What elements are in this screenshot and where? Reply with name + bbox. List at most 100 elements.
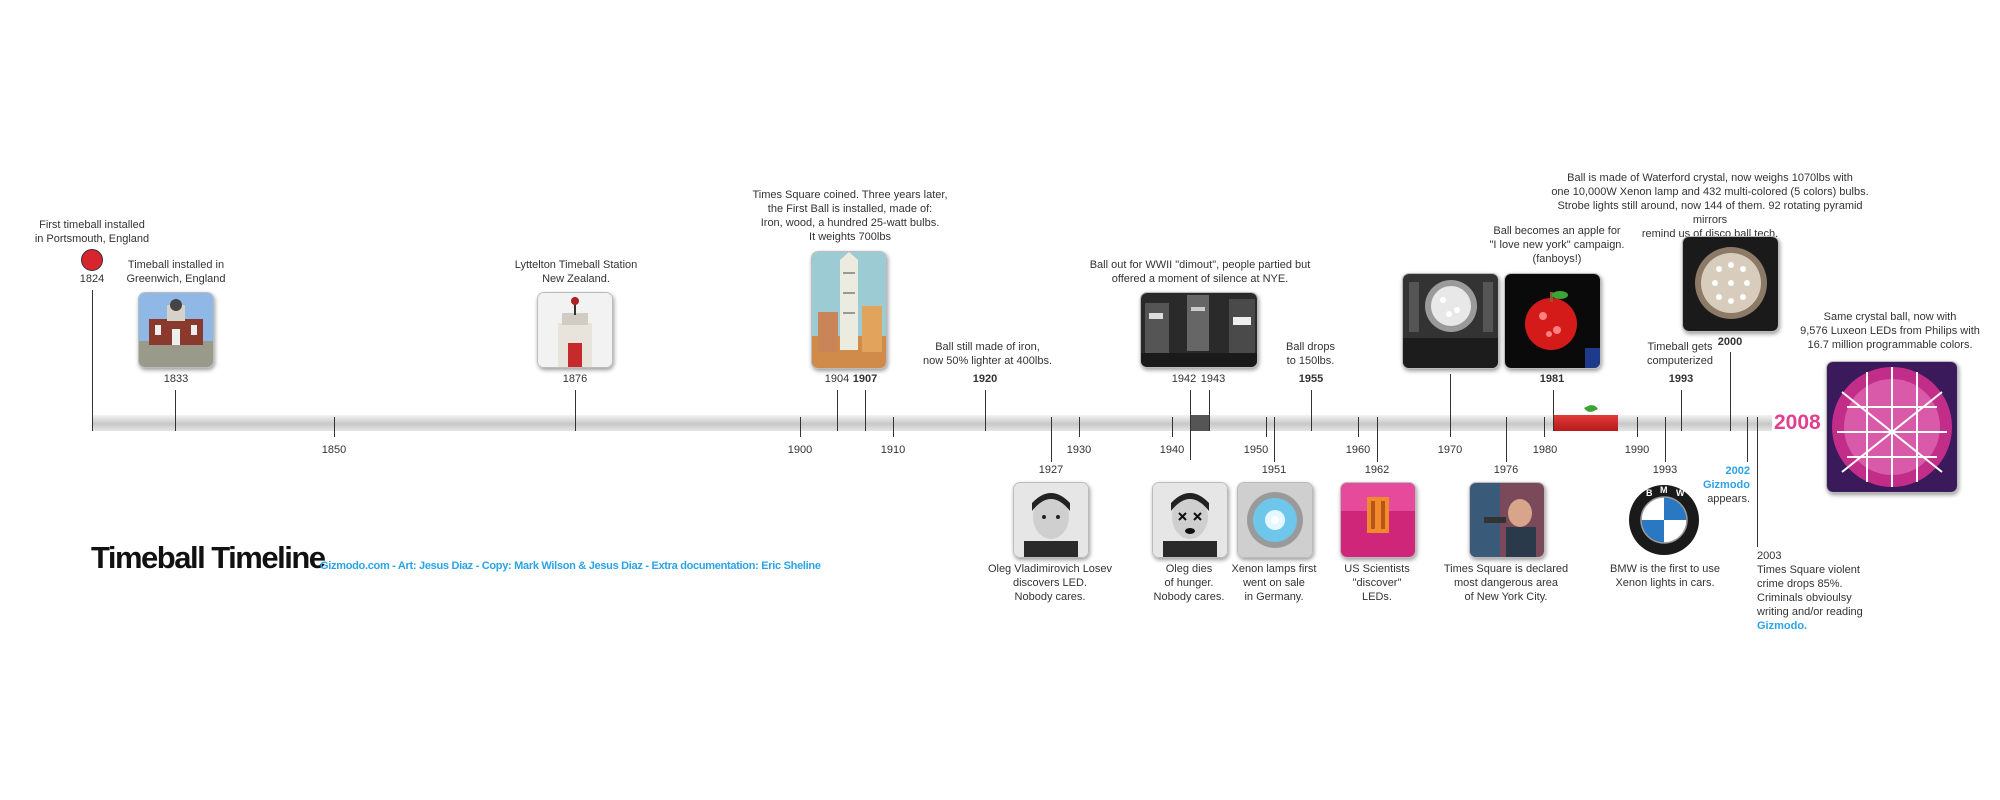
event-1907-tick bbox=[865, 390, 866, 431]
greenwich-observatory-photo bbox=[138, 292, 214, 368]
event-1833-tick bbox=[175, 390, 176, 431]
timeline-bar bbox=[92, 415, 1772, 431]
event-1942-year: 1942 bbox=[1171, 373, 1197, 385]
event-1876-year: 1876 bbox=[562, 373, 588, 385]
times-tower-postcard-photo bbox=[811, 251, 887, 369]
event-1951-tick bbox=[1274, 417, 1275, 462]
event-1943-year: 1943 bbox=[1200, 373, 1226, 385]
event-1907-text: Times Square coined. Three years later, … bbox=[752, 189, 948, 243]
led-photo bbox=[1340, 482, 1416, 558]
event-1962-year: 1962 bbox=[1364, 464, 1390, 476]
end-year-label: 2008 bbox=[1774, 411, 1821, 434]
event-1993-year: 1993 bbox=[1668, 373, 1694, 385]
event-2003-text: Times Square violent crime drops 85%. Cr… bbox=[1757, 564, 1863, 618]
axis-tick-1990 bbox=[1637, 417, 1638, 437]
axis-tick-1940 bbox=[1172, 417, 1173, 437]
crystal-ball-photo bbox=[1682, 236, 1779, 332]
event-1920-tick bbox=[985, 390, 986, 431]
axis-year-1990: 1990 bbox=[1624, 444, 1650, 456]
xenon-lamp-photo bbox=[1237, 482, 1313, 558]
event-1981-tick bbox=[1553, 390, 1554, 431]
event-1920-year: 1920 bbox=[972, 373, 998, 385]
axis-tick-1970 bbox=[1450, 417, 1451, 437]
event-1904-year: 1904 bbox=[824, 373, 850, 385]
event-1927-year: 1927 bbox=[1038, 464, 1064, 476]
axis-tick-1900 bbox=[800, 417, 801, 437]
event-1920-text: Ball still made of iron, now 50% lighter… bbox=[922, 341, 1053, 367]
event-1833-year: 1833 bbox=[163, 373, 189, 385]
event-1976-tick bbox=[1506, 417, 1507, 462]
event-1927-tick bbox=[1051, 417, 1052, 462]
axis-tick-1960 bbox=[1358, 417, 1359, 437]
axis-tick-1910 bbox=[893, 417, 894, 437]
credits-line: Gizmodo.com - Art: Jesus Diaz - Copy: Ma… bbox=[320, 560, 821, 572]
event-1942-text: Ball out for WWII "dimout", people parti… bbox=[1089, 259, 1311, 285]
event-1993-text: Timeball gets computerized bbox=[1646, 341, 1714, 367]
svg-text:B: B bbox=[1646, 488, 1653, 498]
event-1833-text: Timeball installed in Greenwich, England bbox=[126, 259, 226, 285]
taxi-driver-still-photo bbox=[1469, 482, 1545, 558]
axis-tick-1850 bbox=[334, 417, 335, 437]
times-square-night-photo bbox=[1140, 292, 1258, 368]
apple-ball-photo bbox=[1504, 273, 1601, 369]
event-1942-below-text: Oleg dies of hunger. Nobody cares. bbox=[1153, 563, 1225, 603]
event-1976-year: 1976 bbox=[1493, 464, 1519, 476]
event-1955-text: Ball drops to 150lbs. bbox=[1286, 341, 1335, 367]
lyttelton-tower-photo bbox=[537, 292, 613, 368]
axis-year-1900: 1900 bbox=[787, 444, 813, 456]
event-2002-text: appears. bbox=[1707, 493, 1750, 505]
event-2003-gizmodo: Gizmodo. bbox=[1757, 620, 1808, 632]
event-1907-year: 1907 bbox=[852, 373, 878, 385]
event-1993-below-year: 1993 bbox=[1652, 464, 1678, 476]
axis-year-1980: 1980 bbox=[1532, 444, 1558, 456]
event-1951-text: Xenon lamps first went on sale in German… bbox=[1231, 563, 1317, 603]
axis-year-1960: 1960 bbox=[1345, 444, 1371, 456]
event-1824-text: First timeball installed in Portsmouth, … bbox=[34, 219, 150, 245]
axis-year-1970: 1970 bbox=[1437, 444, 1463, 456]
axis-year-1930: 1930 bbox=[1066, 444, 1092, 456]
event-2003-year: 2003 bbox=[1757, 550, 1782, 562]
axis-tick-1930 bbox=[1079, 417, 1080, 437]
axis-year-1850: 1850 bbox=[321, 444, 347, 456]
event-1951-year: 1951 bbox=[1261, 464, 1287, 476]
apple-era-segment bbox=[1553, 415, 1618, 431]
event-1927-text: Oleg Vladimirovich Losev discovers LED. … bbox=[987, 563, 1113, 603]
losev-portrait-photo bbox=[1013, 482, 1089, 558]
led-ball-photo bbox=[1826, 361, 1958, 493]
event-2008-text: Same crystal ball, now with 9,576 Luxeon… bbox=[1800, 311, 1980, 351]
gizmodo-label: Gizmodo bbox=[1702, 479, 1750, 491]
event-2000-text: Ball is made of Waterford crystal, now w… bbox=[1551, 172, 1869, 240]
event-1962-tick bbox=[1377, 417, 1378, 462]
dimout-segment bbox=[1190, 415, 1209, 431]
event-1993-below-text: BMW is the first to use Xenon lights in … bbox=[1609, 563, 1721, 589]
event-1904-tick bbox=[837, 390, 838, 431]
event-1981-year: 1981 bbox=[1539, 373, 1565, 385]
svg-text:W: W bbox=[1676, 488, 1685, 498]
event-1970-tick bbox=[1450, 374, 1451, 431]
event-1976-text: Times Square is declared most dangerous … bbox=[1443, 563, 1569, 603]
event-2003-tick bbox=[1757, 417, 1758, 547]
event-1824-tick bbox=[92, 290, 93, 431]
event-1993-tick bbox=[1681, 390, 1682, 431]
event-1981-text: Ball becomes an apple for "I love new yo… bbox=[1489, 225, 1625, 265]
lit-ball-crowd-photo bbox=[1402, 273, 1499, 369]
page-title: Timeball Timeline bbox=[91, 540, 326, 575]
event-1955-tick bbox=[1311, 390, 1312, 431]
axis-year-1950: 1950 bbox=[1243, 444, 1269, 456]
event-1943-tick bbox=[1209, 390, 1210, 431]
event-1876-tick bbox=[575, 390, 576, 431]
red-ball-icon bbox=[81, 249, 103, 271]
event-2002-year: 2002 bbox=[1725, 465, 1750, 477]
axis-tick-1980 bbox=[1544, 417, 1545, 437]
apple-leaf-icon bbox=[1584, 402, 1598, 415]
svg-text:M: M bbox=[1660, 485, 1668, 495]
event-2000-year: 2000 bbox=[1717, 336, 1743, 348]
axis-year-1940: 1940 bbox=[1159, 444, 1185, 456]
event-1824-year: 1824 bbox=[79, 273, 105, 285]
event-2000-tick bbox=[1730, 352, 1731, 431]
event-1955-year: 1955 bbox=[1298, 373, 1324, 385]
losev-dead-portrait-photo bbox=[1152, 482, 1228, 558]
event-2002-tick bbox=[1747, 417, 1748, 462]
